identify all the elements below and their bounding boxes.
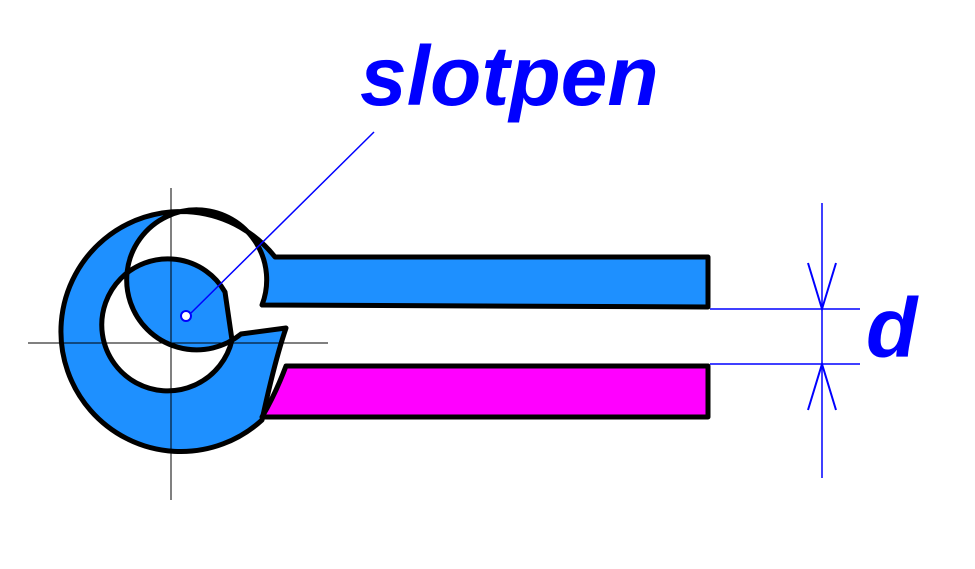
lower-arm — [259, 363, 711, 420]
ring-and-upper-arm — [58, 207, 711, 454]
dimension-label: d — [866, 281, 919, 375]
arrow-down — [807, 262, 837, 313]
pen-point-marker — [180, 310, 192, 322]
leader-line — [190, 131, 375, 314]
arrow-up — [807, 360, 837, 411]
title-label: slotpen — [360, 29, 659, 123]
